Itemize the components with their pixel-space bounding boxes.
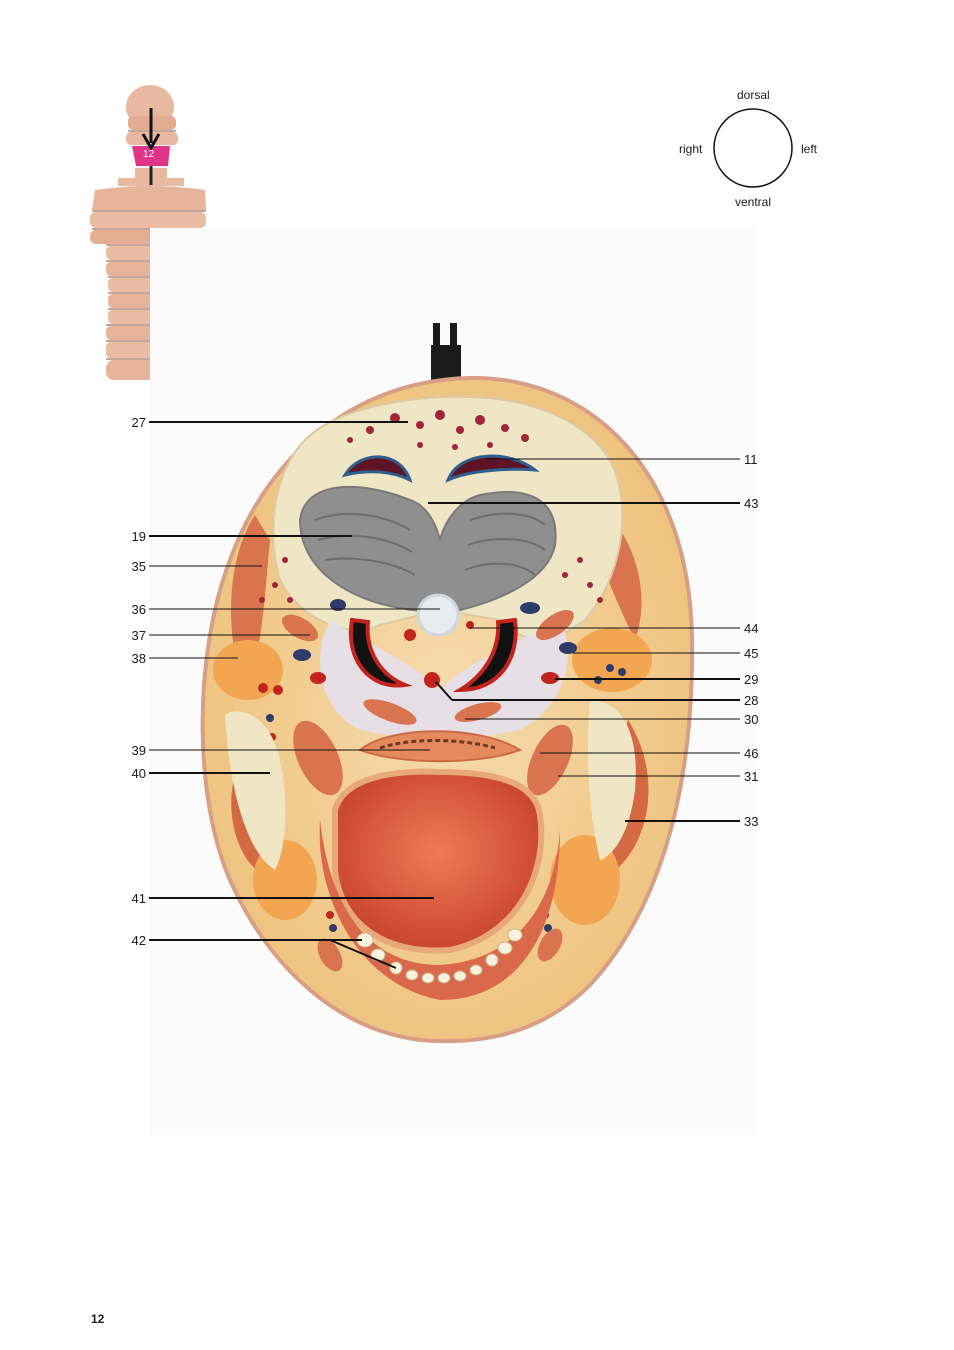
label-left-7: 39 — [131, 743, 146, 758]
venous-sinus-right — [341, 455, 413, 483]
label-left-10: 42 — [131, 933, 146, 948]
label-left-6: 38 — [131, 651, 146, 666]
slice-12-highlight — [132, 146, 170, 166]
label-right-1: 11 — [744, 452, 758, 467]
muscle-44-adjacent — [536, 609, 574, 641]
label-left-1: 27 — [131, 415, 146, 430]
medulla-spinal-cord — [416, 593, 460, 637]
teeth — [356, 928, 523, 984]
label-left-2: 19 — [131, 529, 146, 544]
label-right-7: 30 — [744, 712, 759, 727]
label-right-3: 44 — [744, 621, 759, 636]
carotid-crescent-right — [348, 617, 413, 688]
muscle-31 — [527, 724, 573, 796]
cerebellum — [298, 485, 557, 613]
label-left-4: 36 — [131, 602, 146, 617]
soft-palate — [358, 730, 523, 763]
leader-lines-right — [428, 458, 740, 822]
fat-pad-right-upper — [213, 640, 283, 700]
carotid-crescent-left — [452, 617, 518, 693]
orientation-right: right — [679, 142, 703, 156]
muscle-cheek-left — [537, 928, 563, 962]
label-left-3: 35 — [131, 559, 146, 574]
orientation-dorsal: dorsal — [737, 88, 770, 102]
label-right-2: 43 — [744, 496, 759, 511]
label-right-6: 28 — [744, 693, 759, 708]
model-stand-clip — [431, 345, 461, 380]
tongue — [332, 768, 545, 954]
orientation-circle — [713, 108, 793, 188]
orientation-ventral: ventral — [735, 195, 772, 209]
cross-section-model — [200, 323, 695, 1044]
muscle-39-adjacent — [293, 720, 343, 796]
muscle-prevertebral-right — [363, 699, 417, 725]
muscle-30 — [454, 702, 502, 722]
label-right-9: 31 — [744, 769, 759, 784]
leader-lines-left — [149, 421, 440, 969]
label-right-10: 33 — [744, 814, 759, 829]
vessels — [258, 599, 626, 932]
slice-marker-number: 12 — [143, 149, 155, 160]
mandible-ramus-left — [588, 700, 636, 860]
mandible-ramus-right — [225, 711, 286, 870]
venous-sinus-left — [445, 454, 540, 483]
label-left-5: 37 — [131, 628, 146, 643]
page-number: 12 — [91, 1312, 105, 1326]
label-left-9: 41 — [131, 891, 146, 906]
muscle-42-adjacent — [317, 938, 343, 972]
label-right-8: 46 — [744, 746, 759, 761]
label-right-4: 45 — [744, 646, 759, 661]
label-left-8: 40 — [131, 766, 146, 781]
fat-pad-left-upper — [572, 628, 652, 692]
label-right-5: 29 — [744, 672, 759, 687]
orientation-left: left — [801, 142, 818, 156]
